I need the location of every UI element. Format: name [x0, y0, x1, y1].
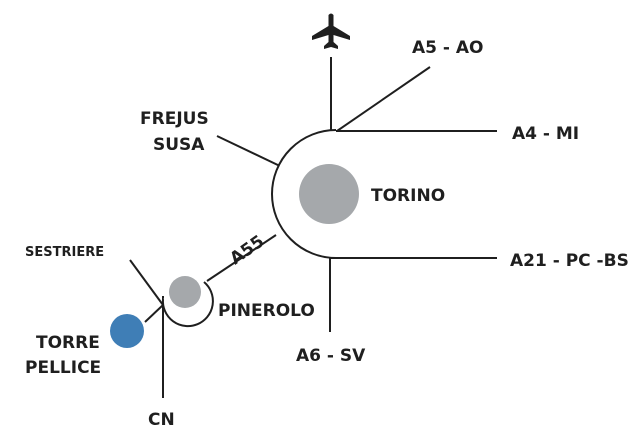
road-frejus-susa: [216, 135, 283, 168]
road-sestriere: [129, 259, 164, 306]
label-sestriere: SESTRIERE: [25, 245, 104, 260]
label-a21: A21 - PC -BS: [510, 251, 629, 271]
label-cn: CN: [148, 410, 175, 430]
label-a6-sv: A6 - SV: [296, 346, 366, 366]
label-a5-ao: A5 - AO: [412, 38, 484, 58]
road-a55: [206, 234, 277, 282]
pinerolo-circle: [169, 276, 201, 308]
label-torino: TORINO: [371, 186, 445, 206]
torre-pellice-circle: [110, 314, 144, 348]
label-pinerolo: PINEROLO: [218, 301, 315, 321]
label-torre: TORRE: [36, 333, 100, 353]
label-pellice: PELLICE: [25, 358, 101, 378]
label-a4-mi: A4 - MI: [512, 124, 579, 144]
label-frejus: FREJUS: [140, 109, 209, 129]
airplane-icon: [312, 13, 350, 49]
torino-circle: [299, 164, 359, 224]
road-torre-pellice: [144, 304, 164, 323]
label-susa: SUSA: [153, 135, 205, 155]
road-a5-ao: [336, 66, 431, 132]
